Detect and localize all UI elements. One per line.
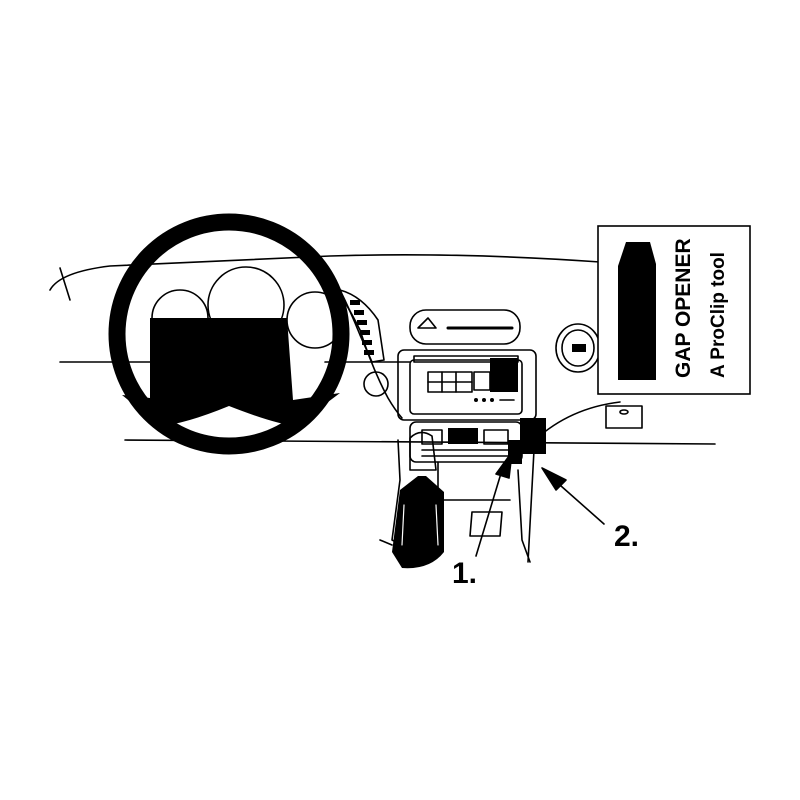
steering-wheel bbox=[108, 213, 350, 455]
gear-shift bbox=[392, 431, 444, 569]
steering-hub bbox=[122, 318, 340, 426]
glovebox-handle bbox=[605, 405, 643, 429]
center-air-vent bbox=[409, 309, 521, 345]
step-1-label: 1. bbox=[452, 557, 477, 590]
arrow-1 bbox=[475, 451, 513, 557]
gap-opener-tool-icon bbox=[618, 242, 656, 380]
arrow-2 bbox=[541, 467, 605, 525]
gap-opener-box: GAP OPENER A ProClip tool bbox=[597, 225, 751, 395]
tool-subtitle: A ProClip tool bbox=[708, 252, 729, 378]
radio-unit bbox=[397, 349, 537, 421]
mount-bracket-2 bbox=[520, 418, 546, 454]
round-knob bbox=[363, 371, 389, 397]
step-2-label: 2. bbox=[614, 520, 639, 553]
left-air-vent bbox=[339, 289, 385, 363]
tool-title: GAP OPENER bbox=[672, 238, 695, 378]
passenger-air-vent bbox=[555, 323, 601, 373]
